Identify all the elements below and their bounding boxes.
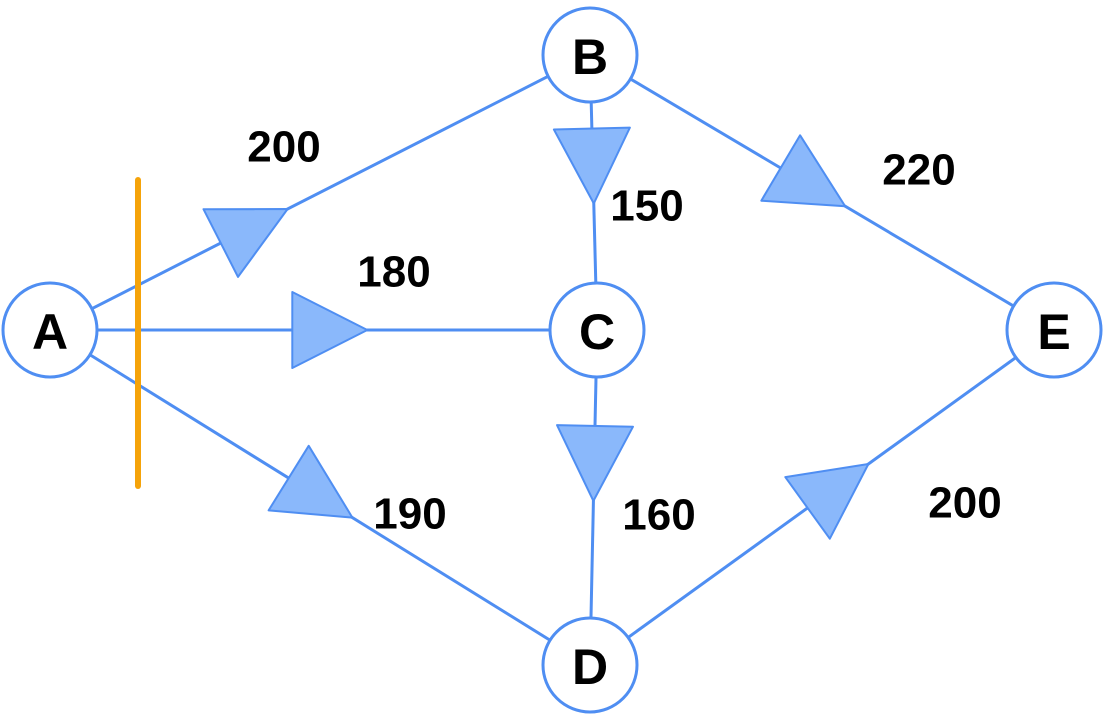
- arrow-A-D-icon: [267, 444, 354, 519]
- arrow-B-C-icon: [552, 126, 631, 205]
- node-circle: [1, 281, 99, 379]
- arrow-C-D-icon: [556, 424, 634, 502]
- edge-A-B: [91, 74, 549, 311]
- edge-capacity-A-C: 180: [357, 248, 430, 297]
- arrow-D-E-icon: [784, 463, 870, 540]
- edge-capacity-C-D: 160: [622, 491, 695, 540]
- node-C: C: [548, 281, 646, 379]
- arrows-layer: [202, 126, 870, 540]
- edge-capacity-A-D: 190: [373, 490, 446, 539]
- node-label: D: [572, 639, 608, 695]
- node-A: A: [1, 281, 99, 379]
- arrow-B-E-icon: [760, 134, 847, 208]
- edge-labels-layer: 200 180 190 150 160 220 200: [247, 123, 1001, 540]
- node-circle: [1005, 281, 1103, 379]
- node-label: E: [1037, 304, 1070, 360]
- node-circle: [541, 616, 639, 714]
- node-circle: [541, 6, 639, 104]
- node-E: E: [1005, 281, 1103, 379]
- node-label: B: [572, 29, 608, 85]
- edge-capacity-D-E: 200: [928, 479, 1001, 528]
- node-D: D: [541, 616, 639, 714]
- edge-capacity-B-E: 220: [882, 146, 955, 195]
- nodes-layer: A B C D E: [1, 6, 1103, 714]
- arrow-A-C-icon: [291, 291, 369, 369]
- node-label: A: [32, 304, 68, 360]
- edges-layer: [89, 74, 1017, 642]
- arrow-A-B-icon: [202, 208, 289, 278]
- node-label: C: [579, 304, 615, 360]
- edge-capacity-B-C: 150: [610, 182, 683, 231]
- edge-capacity-A-B: 200: [247, 123, 320, 172]
- node-B: B: [541, 6, 639, 104]
- node-circle: [548, 281, 646, 379]
